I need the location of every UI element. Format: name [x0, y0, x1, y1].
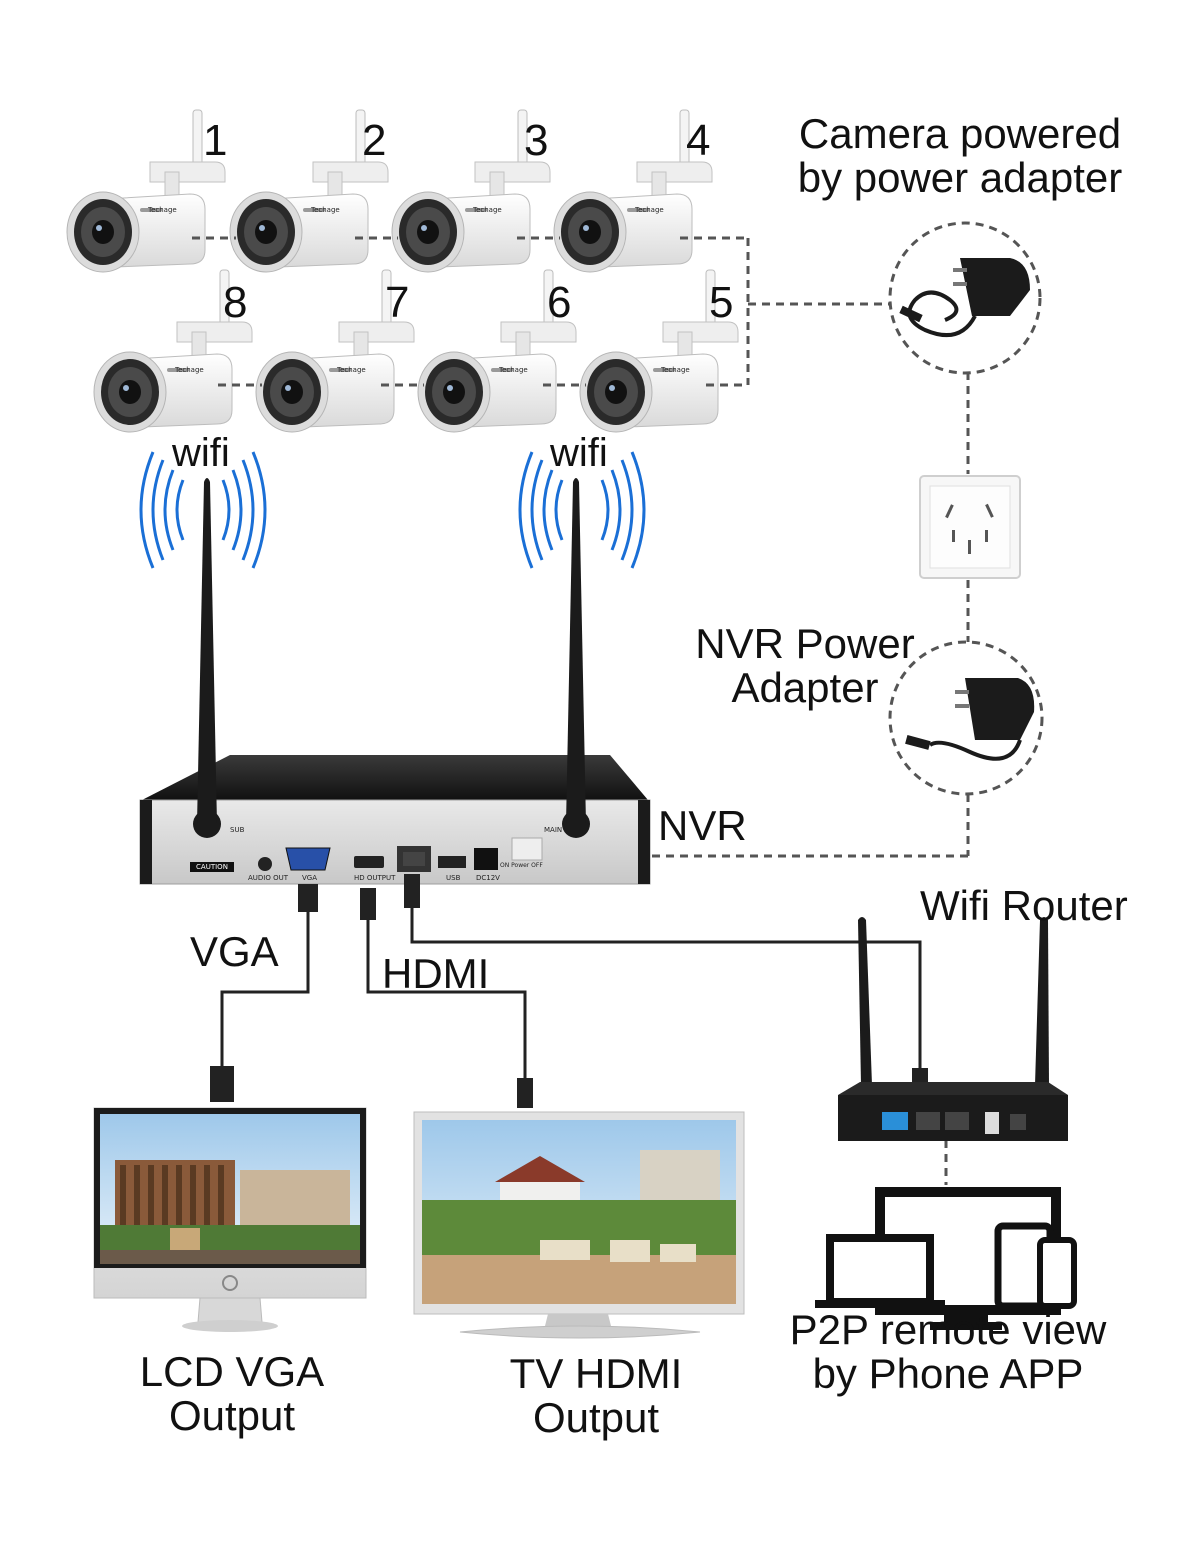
nvr-antenna-right — [566, 478, 586, 824]
nvr-power-label: NVR Power Adapter — [695, 620, 915, 712]
nvr-power-switch-label: ON Power OFF — [500, 862, 543, 869]
cable-connectors — [210, 874, 928, 1108]
camera-power-lines — [192, 236, 970, 1185]
nvr-sub-label: SUB — [230, 826, 245, 834]
wifi-router — [838, 917, 1068, 1141]
nvr-antenna-left — [197, 478, 217, 824]
power-switch — [511, 837, 543, 861]
dc12v-port — [474, 848, 498, 870]
camera-number-3: 3 — [524, 116, 549, 165]
tv-output-label: TV HDMI Output — [509, 1350, 683, 1442]
camera-number-8: 8 — [223, 278, 248, 327]
camera-number-7: 7 — [385, 278, 410, 327]
camera-number-1: 1 — [203, 116, 228, 165]
hdmi-plug-tv — [517, 1078, 533, 1108]
camera-brand-6: Techage — [499, 366, 528, 374]
p2p-label: P2P remote view by Phone APP — [789, 1306, 1107, 1398]
wifi-label-right: wifi — [550, 431, 608, 475]
nvr-cables — [220, 905, 922, 1080]
camera-brand-5: Techage — [661, 366, 690, 374]
camera-1 — [66, 109, 226, 273]
wall-outlet — [919, 475, 1021, 579]
nvr-usb-label: USB — [446, 874, 461, 882]
camera-number-2: 2 — [362, 116, 387, 165]
lcd-monitor — [93, 1107, 367, 1332]
nvr-hd-output-label: HD OUTPUT — [354, 874, 396, 882]
lan-plug-nvr — [404, 874, 420, 908]
hdmi-plug-nvr — [360, 888, 376, 920]
nvr-dc12v-label: DC12V — [476, 874, 500, 882]
vga-port — [285, 847, 331, 871]
tv — [413, 1111, 745, 1339]
camera-brand-8: Techage — [175, 366, 204, 374]
nvr-vga-label: VGA — [302, 874, 318, 882]
nvr-caution-label: CAUTION — [190, 862, 234, 872]
nvr-power-adapter — [888, 640, 1044, 796]
camera-brand-1: Techage — [148, 206, 177, 214]
vga-cable-label: VGA — [190, 928, 279, 975]
lcd-output-label: LCD VGA Output — [139, 1348, 325, 1440]
camera-brand-4: Techage — [635, 206, 664, 214]
camera-brand-3: Techage — [473, 206, 502, 214]
hdmi-cable-label: HDMI — [382, 950, 490, 997]
camera-number-6: 6 — [547, 278, 572, 327]
camera-power-label: Camera powered by power adapter — [797, 110, 1123, 202]
audio-out-port — [258, 857, 272, 871]
nvr-label: NVR — [658, 802, 747, 849]
p2p-devices — [815, 1187, 1077, 1330]
camera-number-4: 4 — [686, 116, 711, 165]
wifi-label-left: wifi — [172, 431, 230, 475]
camera-brand-7: Techage — [337, 366, 366, 374]
camera-row-top — [66, 109, 713, 273]
hdmi-port — [354, 856, 384, 868]
nvr-main-label: MAIN — [544, 826, 563, 834]
wifi-router-label: Wifi Router — [920, 882, 1128, 929]
camera-row-bottom — [93, 269, 739, 433]
camera-brand-2: Techage — [311, 206, 340, 214]
camera-number-5: 5 — [709, 278, 734, 327]
camera-power-adapter — [888, 221, 1042, 375]
vga-plug-nvr — [298, 884, 318, 912]
nvr-device — [139, 478, 651, 885]
vga-plug-monitor — [210, 1066, 234, 1102]
usb-port — [438, 856, 466, 868]
nvr-audio-out-label: AUDIO OUT — [248, 874, 289, 882]
